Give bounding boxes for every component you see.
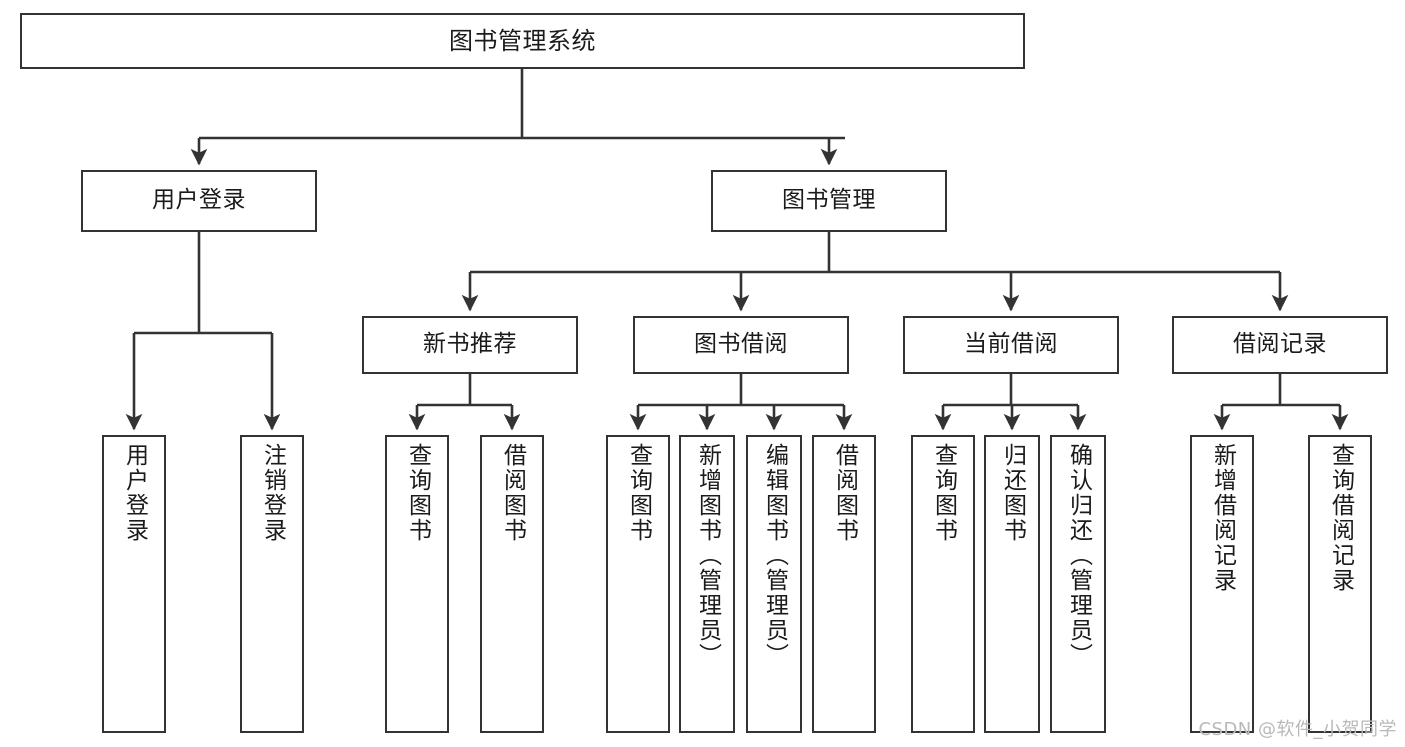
node-leaf-query-book-3-label: 查询图书 [930, 443, 957, 543]
node-root-label: 图书管理系统 [449, 26, 596, 55]
node-leaf-logout[interactable]: 注销登录 [240, 435, 304, 733]
node-leaf-add-book[interactable]: 新增图书（管理员） [679, 435, 735, 733]
node-book-manage-label: 图书管理 [782, 187, 876, 214]
node-book-borrow-label: 图书借阅 [694, 331, 788, 358]
node-book-manage[interactable]: 图书管理 [711, 170, 947, 232]
node-user-login[interactable]: 用户登录 [81, 170, 317, 232]
node-leaf-query-book-2-label: 查询图书 [625, 443, 652, 543]
node-leaf-return-book-label: 归还图书 [999, 443, 1026, 543]
node-leaf-confirm-return-label: 确认归还（管理员） [1065, 443, 1092, 668]
node-borrow-record[interactable]: 借阅记录 [1172, 316, 1388, 374]
node-leaf-query-book-3[interactable]: 查询图书 [911, 435, 975, 733]
node-new-book-rec[interactable]: 新书推荐 [362, 316, 578, 374]
node-root[interactable]: 图书管理系统 [20, 13, 1025, 69]
node-borrow-record-label: 借阅记录 [1233, 331, 1327, 358]
node-leaf-borrow-book-1-label: 借阅图书 [499, 443, 526, 543]
watermark: CSDN @软件_小贺同学 [1198, 719, 1397, 740]
node-leaf-borrow-book-2[interactable]: 借阅图书 [812, 435, 876, 733]
node-current-borrow[interactable]: 当前借阅 [903, 316, 1119, 374]
node-leaf-confirm-return[interactable]: 确认归还（管理员） [1050, 435, 1106, 733]
node-leaf-borrow-book-1[interactable]: 借阅图书 [480, 435, 544, 733]
node-leaf-borrow-book-2-label: 借阅图书 [831, 443, 858, 543]
node-leaf-edit-book-label: 编辑图书（管理员） [761, 443, 788, 668]
node-leaf-query-book-1-label: 查询图书 [404, 443, 431, 543]
node-user-login-label: 用户登录 [152, 187, 246, 214]
node-leaf-add-book-label: 新增图书（管理员） [694, 443, 721, 668]
node-leaf-user-login[interactable]: 用户登录 [102, 435, 166, 733]
node-leaf-add-record-label: 新增借阅记录 [1209, 443, 1236, 593]
node-new-book-rec-label: 新书推荐 [423, 331, 517, 358]
node-leaf-edit-book[interactable]: 编辑图书（管理员） [746, 435, 802, 733]
node-leaf-query-record-label: 查询借阅记录 [1327, 443, 1354, 593]
node-current-borrow-label: 当前借阅 [964, 331, 1058, 358]
node-leaf-query-book-2[interactable]: 查询图书 [606, 435, 670, 733]
node-book-borrow[interactable]: 图书借阅 [633, 316, 849, 374]
node-leaf-logout-label: 注销登录 [259, 443, 286, 543]
node-leaf-query-book-1[interactable]: 查询图书 [385, 435, 449, 733]
node-leaf-add-record[interactable]: 新增借阅记录 [1190, 435, 1254, 733]
node-leaf-return-book[interactable]: 归还图书 [984, 435, 1040, 733]
node-leaf-query-record[interactable]: 查询借阅记录 [1308, 435, 1372, 733]
node-leaf-user-login-label: 用户登录 [121, 443, 148, 543]
